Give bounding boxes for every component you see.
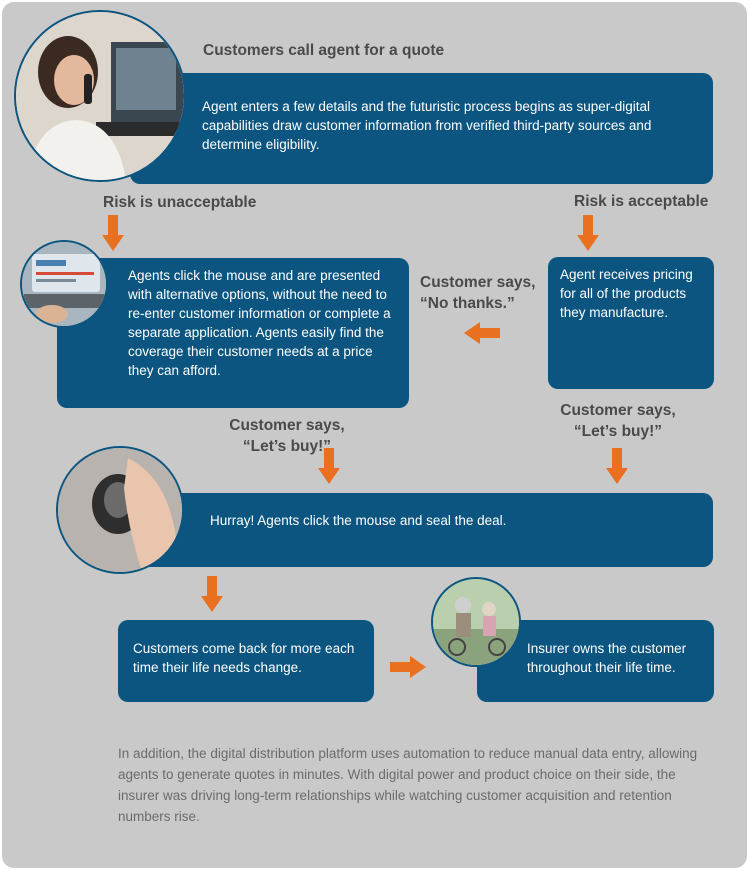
agent-phone-photo: [14, 10, 186, 182]
down-arrow-icon: [606, 448, 628, 484]
down-arrow-icon: [577, 215, 599, 251]
alternatives-box: Agents click the mouse and are presented…: [57, 258, 409, 408]
left-arrow-icon: [464, 322, 500, 344]
agent-phone-icon: [16, 12, 184, 180]
down-arrow-icon: [318, 448, 340, 484]
insurance-laptop-photo: [20, 240, 108, 328]
mouse-hand-photo: [56, 446, 184, 574]
header-label: Customers call agent for a quote: [203, 42, 445, 59]
pricing-box: Agent receives pricing for all of the pr…: [548, 257, 714, 389]
come-back-text: Customers come back for more each time t…: [133, 641, 355, 675]
lets-buy-right-label: Customer says, “Let’s buy!”: [560, 402, 676, 440]
laptop-icon: [22, 242, 106, 326]
couple-bicycle-icon: [433, 579, 519, 665]
couple-bicycle-photo: [431, 577, 521, 667]
down-arrow-icon: [201, 576, 223, 612]
alternatives-text: Agents click the mouse and are presented…: [128, 268, 391, 378]
mouse-icon: [58, 448, 182, 572]
pricing-text: Agent receives pricing for all of the pr…: [560, 267, 693, 320]
agent-enters-text: Agent enters a few details and the futur…: [202, 99, 652, 152]
risk-acceptable-label: Risk is acceptable: [574, 193, 709, 210]
seal-deal-box: Hurray! Agents click the mouse and seal …: [140, 493, 713, 567]
risk-unacceptable-label: Risk is unacceptable: [103, 194, 257, 211]
footer-paragraph: In addition, the digital distribution pl…: [118, 746, 698, 824]
no-thanks-label: Customer says, “No thanks.”: [420, 274, 536, 312]
come-back-box: Customers come back for more each time t…: [118, 620, 374, 702]
seal-deal-text: Hurray! Agents click the mouse and seal …: [210, 513, 507, 528]
insurer-owns-text: Insurer owns the customer throughout the…: [527, 641, 687, 675]
agent-enters-box: Agent enters a few details and the futur…: [130, 73, 713, 184]
right-arrow-icon: [390, 656, 426, 678]
down-arrow-icon: [102, 215, 124, 251]
lets-buy-left-label: Customer says, “Let’s buy!”: [229, 417, 345, 455]
